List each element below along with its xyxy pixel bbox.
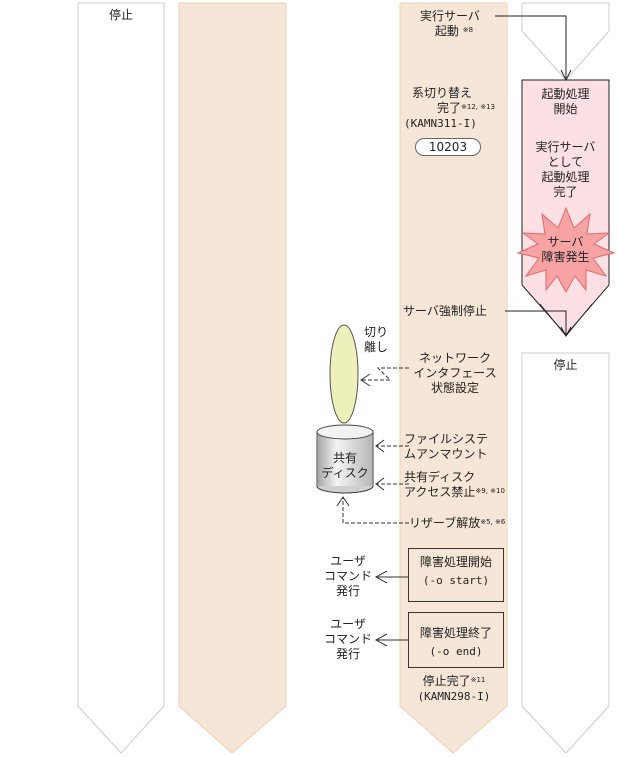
detach-line2: 離し [364,340,389,354]
startup-begin-label: 起動処理 開始 [522,87,609,117]
fault-end-line1: 障害処理終了 [419,626,492,640]
start-connector [495,15,567,78]
disk-access-line1: 共有ディスク [404,470,476,484]
server-fault-line2: 障害発生 [541,250,590,264]
note-11: ※11 [470,676,486,684]
switchover-line2: 完了 [437,101,462,115]
user-cmd-1-line2: コマンド [323,569,372,583]
startup-done-line3: 起動処理 [541,170,590,184]
note-5-6: ※5, ※6 [480,518,506,526]
column-2-arrow [178,2,287,754]
shared-disk-label: 共有 ディスク [310,451,380,481]
force-stop-label: サーバ強制停止 [403,304,487,318]
stop-complete-line1: 停止完了 [422,674,471,688]
column-4-running-arrow [521,79,610,336]
server-fault-starburst-icon [516,206,616,294]
detach-label: 切り 離し [364,325,394,355]
user-cmd-2-line1: ユーザ [330,617,366,631]
event-id-pill: 10203 [415,138,481,156]
user-cmd-2-line2: コマンド [323,632,372,646]
server-fault-label: サーバ 障害発生 [522,235,609,265]
column-1-status-label: 停止 [108,8,133,22]
fault-start-box: 障害処理開始 (-o start) [408,548,504,602]
network-dashed-connector [362,367,409,381]
shared-disk-line1: 共有 [332,451,357,465]
fault-end-box: 障害処理終了 (-o end) [408,612,504,668]
fault-start-line1: 障害処理開始 [419,555,492,569]
message-id-kamn311: (KAMN311-I) [404,117,477,130]
startup-begin-line1: 起動処理 [541,87,590,101]
startup-begin-line2: 開始 [553,102,578,116]
note-9-10: ※9, ※10 [475,487,505,495]
force-stop-connector [505,310,567,335]
fault-start-command: (-o start) [422,574,490,587]
network-setting-line2: インタフェース [413,366,497,380]
switchover-line1: 系切り替え [412,86,473,100]
reserve-release-text: リザーブ解放 [409,516,481,530]
user-cmd-2-line3: 発行 [335,647,360,661]
column-4-stopped-label: 停止 [553,358,578,372]
user-cmd-1-line3: 発行 [335,584,360,598]
user-cmd-1-line1: ユーザ [330,554,366,568]
network-interface-ellipse [329,324,359,424]
disk-access-line2: アクセス禁止 [404,485,476,499]
column-1-arrow [77,2,165,754]
disk-access-block-label: 共有ディスク アクセス禁止※9, ※10 [404,470,524,500]
reserve-release-label: リザーブ解放※5, ※6 [409,516,519,531]
shared-disk-cylinder-icon [316,424,374,494]
network-setting-line1: ネットワーク [418,351,491,365]
stop-complete-label: 停止完了※11 (KAMN298-I) [403,674,505,704]
message-id-kamn298: (KAMN298-I) [417,690,491,703]
detach-line1: 切り [364,325,389,339]
switchover-complete-label: 系切り替え 完了※12, ※13 (KAMN311-I) [404,86,506,131]
user-command-1-label: ユーザ コマンド 発行 [320,554,376,599]
startup-done-line1: 実行サーバ [535,140,596,154]
network-setting-label: ネットワーク インタフェース 状態設定 [405,351,505,396]
exec-server-start-line2: 起動 [434,24,459,38]
fault-end-command: (-o end) [429,645,483,658]
network-setting-line3: 状態設定 [430,381,479,395]
shared-disk-line2: ディスク [321,466,369,480]
column-4-stopped-arrow [521,352,610,754]
startup-done-line4: 完了 [553,185,578,199]
startup-done-label: 実行サーバ として 起動処理 完了 [522,140,609,200]
note-8: ※8 [462,26,474,34]
note-12-13: ※12, ※13 [461,103,496,111]
fs-unmount-line1: ファイルシステ [404,432,489,446]
server-fault-line1: サーバ [547,235,584,249]
user-command-2-label: ユーザ コマンド 発行 [320,617,376,662]
startup-done-line2: として [547,155,584,169]
exec-server-start-label: 実行サーバ 起動 ※8 [405,9,495,39]
exec-server-start-line1: 実行サーバ [420,9,480,23]
fs-unmount-line2: ムアンマウント [404,447,488,461]
fs-unmount-label: ファイルシステ ムアンマウント [404,432,504,462]
reserve-release-connector [342,498,409,524]
